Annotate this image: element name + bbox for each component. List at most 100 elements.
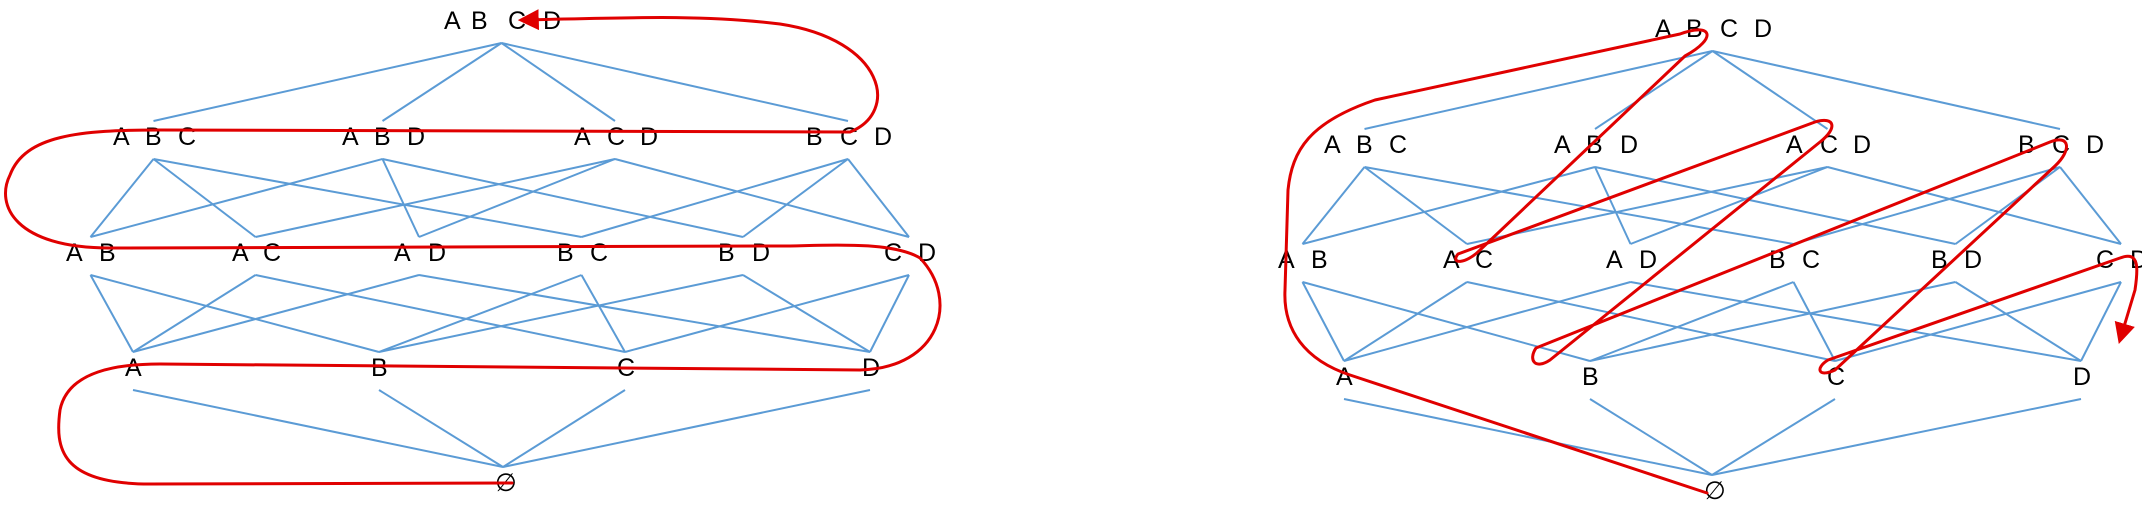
node-letter: A bbox=[1554, 131, 1571, 159]
node-letter: D bbox=[2073, 363, 2091, 391]
edge-ABCD-ACD bbox=[500, 42, 616, 122]
edge-CD-C bbox=[1834, 281, 2122, 362]
edge-ABCD-ABD bbox=[1594, 50, 1714, 130]
edge-B-EMPTY bbox=[378, 389, 504, 468]
edge-CD-C bbox=[624, 274, 910, 353]
node-letter: C bbox=[263, 239, 281, 267]
edge-ACD-AD bbox=[418, 158, 616, 238]
edge-AD-A bbox=[1343, 281, 1631, 362]
node-letter: A bbox=[1324, 131, 1341, 159]
edge-BD-D bbox=[742, 274, 871, 353]
node-letter: B bbox=[145, 123, 162, 151]
edge-AC-A bbox=[132, 274, 257, 353]
edge-BC-B bbox=[378, 274, 582, 353]
node-letter: D bbox=[1853, 131, 1871, 159]
node-a: A bbox=[1336, 363, 1353, 391]
edge-CD-D bbox=[869, 274, 910, 353]
edge-AD-A bbox=[132, 274, 420, 353]
edge-AB-B bbox=[1302, 281, 1591, 362]
node-empty: ∅ bbox=[1704, 477, 1726, 505]
edge-ABCD-BCD bbox=[1712, 50, 2061, 130]
edge-BD-D bbox=[1954, 281, 2082, 362]
node-letter: B bbox=[1356, 131, 1373, 159]
node-b: B bbox=[1582, 363, 1599, 391]
node-a: A bbox=[125, 354, 142, 382]
node-letter: ∅ bbox=[1704, 477, 1726, 505]
edge-AB-A bbox=[1301, 281, 1345, 362]
edge-BCD-BC bbox=[1793, 166, 2061, 245]
node-letter: D bbox=[407, 123, 425, 151]
edge-ABCD-ABD bbox=[381, 42, 503, 122]
node-letter: D bbox=[1620, 131, 1638, 159]
edge-ABD-AB bbox=[90, 158, 383, 238]
node-letter: C bbox=[1475, 246, 1493, 274]
node-letter: D bbox=[543, 7, 561, 35]
node-letter: B bbox=[374, 123, 391, 151]
edge-BC-C bbox=[580, 274, 626, 353]
edge-ACD-AD bbox=[1630, 166, 1828, 245]
edge-BCD-CD bbox=[2059, 166, 2122, 245]
node-letter: C bbox=[840, 123, 858, 151]
node-letter: A bbox=[1443, 246, 1460, 274]
edge-C-EMPTY bbox=[1711, 398, 1836, 476]
node-letter: C bbox=[1802, 246, 1820, 274]
edge-B-EMPTY bbox=[1589, 398, 1713, 476]
right-lattice-edges bbox=[1301, 50, 2122, 476]
node-letter: B bbox=[1582, 363, 1599, 391]
edge-BCD-BC bbox=[581, 158, 849, 238]
node-letter: B bbox=[1311, 246, 1328, 274]
node-letter: B bbox=[371, 354, 388, 382]
node-letter: D bbox=[1639, 246, 1657, 274]
edge-AD-D bbox=[418, 274, 871, 353]
edge-ABD-AD bbox=[1594, 166, 1632, 245]
edge-A-EMPTY bbox=[132, 389, 504, 468]
edge-AB-A bbox=[89, 274, 134, 353]
edge-ABD-AB bbox=[1302, 166, 1596, 245]
edge-A-EMPTY bbox=[1343, 398, 1713, 476]
node-letter: D bbox=[1754, 15, 1772, 43]
edge-BC-B bbox=[1589, 281, 1794, 362]
node-letter: C bbox=[1389, 131, 1407, 159]
edge-ABD-AD bbox=[381, 158, 420, 238]
edge-AC-C bbox=[1466, 281, 1836, 362]
node-letter: A bbox=[66, 239, 83, 267]
node-letter: A bbox=[394, 239, 411, 267]
edge-C-EMPTY bbox=[502, 389, 626, 468]
edge-ACD-AC bbox=[255, 158, 616, 238]
node-letter: B bbox=[557, 239, 574, 267]
node-letter: D bbox=[874, 123, 892, 151]
edge-AD-D bbox=[1630, 281, 2082, 362]
node-b: B bbox=[371, 354, 388, 382]
edge-ABCD-ABC bbox=[1364, 50, 1713, 130]
edge-ABCD-BCD bbox=[501, 42, 849, 122]
node-letter: D bbox=[918, 239, 936, 267]
edge-ABC-AB bbox=[1301, 166, 1366, 245]
edge-BC-C bbox=[1792, 281, 1836, 362]
edge-D-EMPTY bbox=[502, 389, 871, 468]
edge-BD-B bbox=[1589, 281, 1956, 362]
node-letter: D bbox=[640, 123, 658, 151]
right-traversal-path bbox=[1283, 28, 2139, 495]
node-letter: A bbox=[113, 123, 130, 151]
node-letter: D bbox=[1964, 246, 1982, 274]
edge-D-EMPTY bbox=[1711, 398, 2082, 476]
left-traversal-path bbox=[4, 9, 942, 486]
node-letter: A bbox=[444, 7, 461, 35]
edge-ABCD-ACD bbox=[1711, 50, 1829, 130]
